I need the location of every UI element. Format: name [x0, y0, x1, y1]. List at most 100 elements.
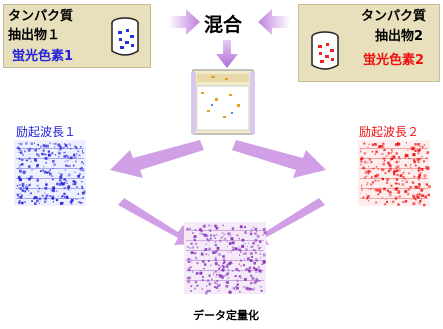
gel-spot	[252, 278, 254, 280]
gel-spot	[257, 266, 260, 269]
gel-spot	[77, 175, 80, 178]
gel-spot	[82, 152, 84, 154]
gel-spot	[406, 154, 409, 157]
gel-spot	[52, 201, 54, 203]
gel-spot	[251, 288, 254, 291]
gel-spot	[418, 202, 421, 205]
excitation2-label: 励起波長２	[359, 125, 420, 139]
gel-spot	[245, 248, 248, 251]
gel-spot	[235, 285, 237, 288]
gel-spot	[18, 160, 20, 162]
gel-spot	[61, 201, 64, 205]
gel-spot	[70, 156, 73, 160]
gel-spot	[368, 158, 372, 161]
gel-spot	[54, 154, 57, 156]
gel-spot	[206, 279, 210, 282]
gel-spot	[38, 197, 42, 201]
gel-spot	[44, 153, 47, 156]
sample1-panel: タンパク質 抽出物１ 蛍光色素1	[3, 4, 151, 68]
gel-spot	[25, 142, 28, 145]
gel-spot	[223, 237, 227, 241]
gel-spot	[221, 275, 224, 278]
gel-spot	[382, 157, 386, 161]
gel-spot	[399, 158, 401, 160]
gel-spot	[38, 148, 40, 150]
gel-spot	[222, 255, 225, 258]
gel-spot	[206, 285, 208, 287]
gel-spot	[404, 178, 407, 181]
gel-spot	[370, 170, 372, 172]
gel-spot	[188, 261, 190, 263]
gel-spot	[214, 244, 217, 247]
gel-spot	[389, 164, 392, 167]
gel-spot	[187, 268, 191, 272]
gel-spot	[250, 230, 252, 233]
gel-spot	[365, 193, 367, 195]
gel-band	[186, 250, 264, 251]
gel-spot	[262, 261, 266, 265]
gel-spot	[45, 183, 48, 186]
gel-spot	[396, 182, 399, 185]
gel-spot	[371, 181, 375, 184]
gel-spot	[417, 143, 420, 146]
gel-spot	[190, 261, 192, 263]
gel-spot	[203, 233, 207, 237]
gel-spot	[238, 291, 241, 293]
gel-spot	[396, 152, 398, 155]
gel-spot	[208, 247, 211, 251]
gel-spot	[217, 249, 219, 251]
gel-spot	[81, 150, 84, 152]
gel-spot	[419, 199, 422, 202]
gel-spot	[251, 276, 255, 280]
gel-spot	[412, 146, 416, 149]
gel-spot	[222, 266, 225, 269]
gel-spot	[74, 181, 77, 185]
gel-spot	[386, 200, 388, 203]
gel-band	[360, 168, 428, 169]
gel-spot	[418, 175, 421, 179]
gel-spot	[74, 183, 76, 186]
gel-spot	[65, 178, 67, 180]
gel-spot	[194, 252, 197, 255]
gel-spot	[244, 243, 246, 245]
gel-spot	[242, 245, 245, 248]
gel-spot	[244, 286, 248, 290]
gel-spot	[43, 170, 47, 174]
gel-spot	[82, 176, 84, 178]
gel-spot	[257, 244, 259, 247]
gel-spot	[23, 201, 26, 204]
gel-spot	[423, 143, 426, 146]
gel-spot	[215, 286, 219, 289]
gel-spot	[19, 164, 21, 166]
gel-spot	[46, 171, 49, 174]
gel-spot	[82, 197, 84, 199]
gel-spot	[418, 183, 421, 186]
gel-spot	[77, 193, 80, 195]
gel-spot	[363, 176, 366, 179]
gel-spot	[19, 193, 21, 195]
gel-spot	[396, 179, 398, 181]
arrow-icon	[110, 140, 204, 178]
gel-spot	[79, 167, 83, 171]
gel-spot	[18, 177, 22, 181]
gel-spot	[217, 284, 220, 287]
gel-spot	[426, 151, 429, 154]
gel-spot	[18, 143, 20, 145]
gel-spot	[29, 175, 33, 179]
gel-spot	[398, 195, 401, 198]
gel-spot	[261, 271, 263, 273]
gel-spot	[254, 238, 258, 242]
sample1-dye-label: 蛍光色素1	[12, 49, 74, 64]
gel-spot	[418, 173, 421, 177]
gel-spot	[410, 199, 412, 200]
gel-spot	[423, 203, 426, 207]
gel-spot	[372, 167, 374, 170]
gel-spot	[192, 246, 195, 249]
gel-spot	[385, 155, 388, 157]
gel-spot	[189, 247, 192, 249]
gel-spot	[200, 230, 203, 233]
gel-spot	[240, 251, 242, 253]
gel-spot	[221, 268, 225, 272]
gel-spot	[204, 263, 207, 266]
gel-spot	[426, 167, 428, 170]
